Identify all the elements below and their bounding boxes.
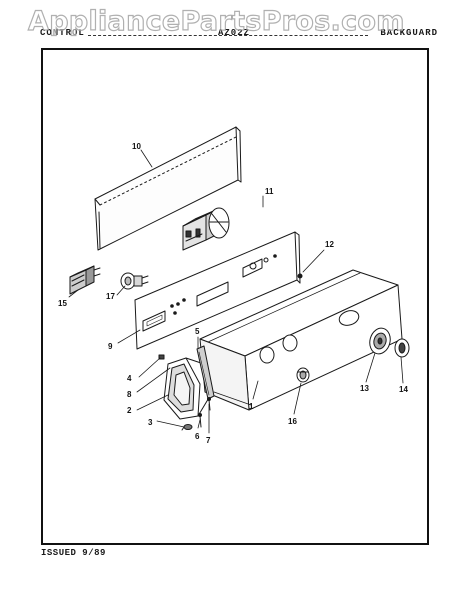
callout-8: 8 xyxy=(127,390,132,399)
callout-3: 3 xyxy=(148,418,153,427)
part-13-dial xyxy=(369,327,391,355)
callout-6: 6 xyxy=(195,432,200,441)
watermark: AppliancePartsPros.com xyxy=(27,5,405,37)
callout-11: 11 xyxy=(265,187,274,196)
diagram-frame xyxy=(41,48,429,545)
part-7-screw xyxy=(207,397,211,411)
part-2-end-cap xyxy=(163,357,211,420)
callout-7: 7 xyxy=(206,436,211,445)
callout-1: 1 xyxy=(249,402,254,411)
part-10-rear-panel xyxy=(94,126,242,251)
part-14-knob xyxy=(394,338,410,358)
callout-2: 2 xyxy=(127,406,132,415)
part-1-console xyxy=(199,269,403,411)
callout-numbers: 10 11 12 15 17 9 5 4 8 2 3 6 7 1 16 13 1… xyxy=(58,142,408,445)
header-model-label: AZ02Z xyxy=(218,28,251,38)
callout-16: 16 xyxy=(288,417,297,426)
callout-4: 4 xyxy=(127,374,132,383)
part-16-knob xyxy=(296,367,310,383)
callout-12: 12 xyxy=(325,240,334,249)
part-4-clip xyxy=(158,354,165,360)
header-title: BACKGUARD xyxy=(380,28,438,38)
header-rule xyxy=(88,35,368,36)
leader-lines xyxy=(68,149,404,434)
header-section-label: CONTROL xyxy=(40,28,85,38)
callout-5: 5 xyxy=(195,327,200,336)
part-9-control-panel xyxy=(134,231,301,350)
issue-date: ISSUED 9/89 xyxy=(41,548,106,558)
part-11-timer xyxy=(182,207,230,251)
part-17-switch xyxy=(120,272,149,290)
callout-14: 14 xyxy=(399,385,408,394)
page-header: CONTROL AZ02Z BACKGUARD xyxy=(40,28,438,42)
callout-13: 13 xyxy=(360,384,369,393)
part-5-bracket xyxy=(196,345,215,400)
part-6-screw xyxy=(198,413,202,428)
callout-10: 10 xyxy=(132,142,141,151)
part-15-switch xyxy=(69,265,101,295)
callout-17: 17 xyxy=(106,292,115,301)
callout-9: 9 xyxy=(108,342,113,351)
callout-15: 15 xyxy=(58,299,67,308)
